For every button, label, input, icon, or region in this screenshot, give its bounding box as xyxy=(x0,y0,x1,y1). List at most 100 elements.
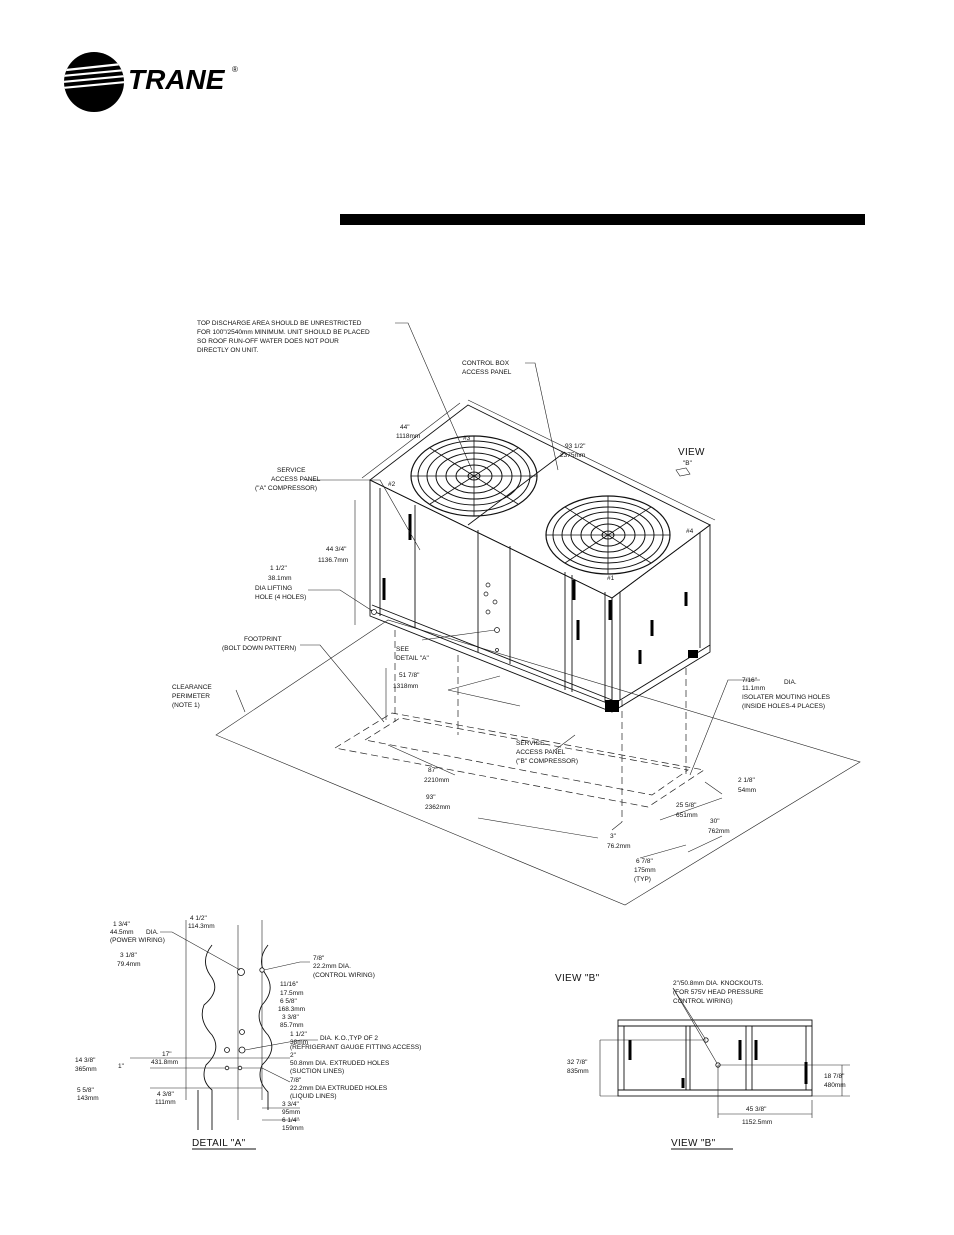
svg-text:1118mm: 1118mm xyxy=(396,433,420,440)
svg-text:PERIMETER: PERIMETER xyxy=(172,693,210,700)
svg-text:38.1mm: 38.1mm xyxy=(268,575,291,582)
callout-service-b-1: SERVICE xyxy=(516,740,545,747)
svg-text:38mm: 38mm xyxy=(290,1039,308,1046)
detail-a-6-25: 6 1/4" xyxy=(282,1117,299,1124)
dim-93: 93" xyxy=(426,794,436,801)
svg-text:431.8mm: 431.8mm xyxy=(151,1059,178,1066)
svg-text:("A" COMPRESSOR): ("A" COMPRESSOR) xyxy=(255,485,317,492)
detail-a-14-375: 14 3/8" xyxy=(75,1057,96,1064)
svg-text:17.5mm: 17.5mm xyxy=(280,990,303,997)
svg-text:54mm: 54mm xyxy=(738,787,756,794)
fan-grille-4 xyxy=(545,495,671,575)
svg-text:DIA.: DIA. xyxy=(784,679,797,686)
view-b-title-top: VIEW "B" xyxy=(555,973,600,984)
detail-a-3-75: 3 3/4" xyxy=(282,1101,299,1108)
svg-text:2362mm: 2362mm xyxy=(425,804,450,811)
svg-text:11.1mm: 11.1mm xyxy=(742,685,765,692)
svg-text:(NOTE 1): (NOTE 1) xyxy=(172,702,200,709)
callout-top-discharge-3: SO ROOF RUN-OFF WATER DOES NOT POUR xyxy=(197,338,339,345)
svg-text:(FOR 575V HEAD PRESSURE: (FOR 575V HEAD PRESSURE xyxy=(673,989,764,996)
dim-6-875: 6 7/8" xyxy=(636,858,653,865)
detail-a-6-625: 6 5/8" xyxy=(280,998,297,1005)
svg-text:168.3mm: 168.3mm xyxy=(278,1006,305,1013)
svg-text:22.2mm DIA EXTRUDED HOLES: 22.2mm DIA EXTRUDED HOLES xyxy=(290,1085,388,1092)
svg-text:(CONTROL WIRING): (CONTROL WIRING) xyxy=(313,972,375,979)
dim-2-125: 2 1/8" xyxy=(738,777,755,784)
svg-text:651mm: 651mm xyxy=(676,812,698,819)
svg-text:DIA.: DIA. xyxy=(146,929,159,936)
detail-a-5-625: 5 5/8" xyxy=(77,1087,94,1094)
dim-51-875: 51 7/8" xyxy=(399,672,420,679)
detail-a: 1 3/4" 44.5mm DIA. (POWER WIRING) 4 1/2"… xyxy=(75,915,421,1150)
view-b-dim-18: 18 7/8" xyxy=(824,1073,845,1080)
footprint-outline xyxy=(334,712,705,808)
dim-30: 30" xyxy=(710,818,720,825)
callout-top-discharge-1: TOP DISCHARGE AREA SHOULD BE UNRESTRICTE… xyxy=(197,320,362,327)
detail-a-liquid: 7/8" xyxy=(290,1077,302,1084)
detail-a-power: 1 3/4" xyxy=(113,921,130,928)
view-b: VIEW "B" 2"/50.8mm DIA. KNOCKOUTS. (FOR … xyxy=(555,973,850,1150)
svg-text:ISOLATER MOUTING HOLES: ISOLATER MOUTING HOLES xyxy=(742,694,831,701)
callout-control-box-2: ACCESS PANEL xyxy=(462,369,512,376)
header-rule xyxy=(340,214,865,225)
svg-text:480mm: 480mm xyxy=(824,1082,846,1089)
dim-87: 87" xyxy=(428,767,438,774)
svg-text:95mm: 95mm xyxy=(282,1109,300,1116)
svg-text:(POWER WIRING): (POWER WIRING) xyxy=(110,937,165,944)
svg-text:835mm: 835mm xyxy=(567,1068,589,1075)
svg-text:ACCESS PANEL: ACCESS PANEL xyxy=(516,749,566,756)
svg-text:85.7mm: 85.7mm xyxy=(280,1022,303,1029)
view-b-dim-45: 45 3/8" xyxy=(746,1106,767,1113)
clearance-perimeter xyxy=(215,619,861,906)
svg-text:76.2mm: 76.2mm xyxy=(607,843,630,850)
svg-text:1318mm: 1318mm xyxy=(393,683,418,690)
svg-text:(BOLT DOWN PATTERN): (BOLT DOWN PATTERN) xyxy=(222,645,296,652)
detail-a-1: 1" xyxy=(118,1063,125,1070)
dim-44: 44" xyxy=(400,424,410,431)
callout-footprint-1: FOOTPRINT xyxy=(244,636,282,643)
svg-text:22.2mm DIA.: 22.2mm DIA. xyxy=(313,963,351,970)
callout-service-a-1: SERVICE xyxy=(277,467,306,474)
detail-a-3-125: 3 1/8" xyxy=(120,952,137,959)
callout-lifting-1: 1 1/2" xyxy=(270,565,287,572)
callout-clearance-1: CLEARANCE xyxy=(172,684,212,691)
svg-text:(TYP): (TYP) xyxy=(634,876,651,883)
callout-isolator-1: 7/16" xyxy=(742,677,758,684)
svg-text:2210mm: 2210mm xyxy=(424,777,449,784)
svg-text:DIA LIFTING: DIA LIFTING xyxy=(255,585,292,592)
detail-a-suction: 2" xyxy=(290,1052,297,1059)
dim-25-625: 25 5/8" xyxy=(676,802,697,809)
svg-text:HOLE (4 HOLES): HOLE (4 HOLES) xyxy=(255,594,306,601)
detail-a-control: 7/8" xyxy=(313,955,325,962)
svg-text:79.4mm: 79.4mm xyxy=(117,961,140,968)
fan-grille-3 xyxy=(410,435,538,517)
detail-a-4-375: 4 3/8" xyxy=(157,1091,174,1098)
unit-top xyxy=(369,404,711,599)
detail-a-11-16: 11/16" xyxy=(280,981,299,988)
callout-see-detail-1: SEE xyxy=(396,646,410,653)
svg-text:(LIQUID LINES): (LIQUID LINES) xyxy=(290,1093,337,1100)
fan-label-1: #1 xyxy=(607,575,615,582)
main-unit-view: TOP DISCHARGE AREA SHOULD BE UNRESTRICTE… xyxy=(172,320,861,906)
callout-top-discharge-2: FOR 100"/2540mm MINIMUM. UNIT SHOULD BE … xyxy=(197,329,370,336)
detail-a-3-375: 3 3/8" xyxy=(282,1014,299,1021)
detail-a-4-5: 4 1/2" xyxy=(190,915,207,922)
view-b-marker: VIEW xyxy=(678,447,705,458)
svg-text:50.8mm DIA. EXTRUDED HOLES: 50.8mm DIA. EXTRUDED HOLES xyxy=(290,1060,390,1067)
callout-top-discharge-4: DIRECTLY ON UNIT. xyxy=(197,347,258,354)
brand-name: TRANE xyxy=(128,64,226,95)
callout-control-box-1: CONTROL BOX xyxy=(462,360,510,367)
detail-a-17: 17" xyxy=(162,1051,172,1058)
trademark: ® xyxy=(232,65,238,74)
svg-text:44.5mm: 44.5mm xyxy=(110,929,133,936)
svg-text:DIA. K.O.,TYP OF 2: DIA. K.O.,TYP OF 2 xyxy=(320,1035,378,1042)
svg-text:143mm: 143mm xyxy=(77,1095,99,1102)
dim-3: 3" xyxy=(610,833,617,840)
svg-text:175mm: 175mm xyxy=(634,867,656,874)
svg-text:"B": "B" xyxy=(683,460,693,467)
detail-a-title: DETAIL "A" xyxy=(192,1138,246,1149)
svg-text:(INSIDE HOLES-4 PLACES): (INSIDE HOLES-4 PLACES) xyxy=(742,703,825,710)
svg-text:(REFRIGERANT GAUGE FITTING ACC: (REFRIGERANT GAUGE FITTING ACCESS) xyxy=(290,1044,421,1051)
fan-label-2: #2 xyxy=(388,481,396,488)
